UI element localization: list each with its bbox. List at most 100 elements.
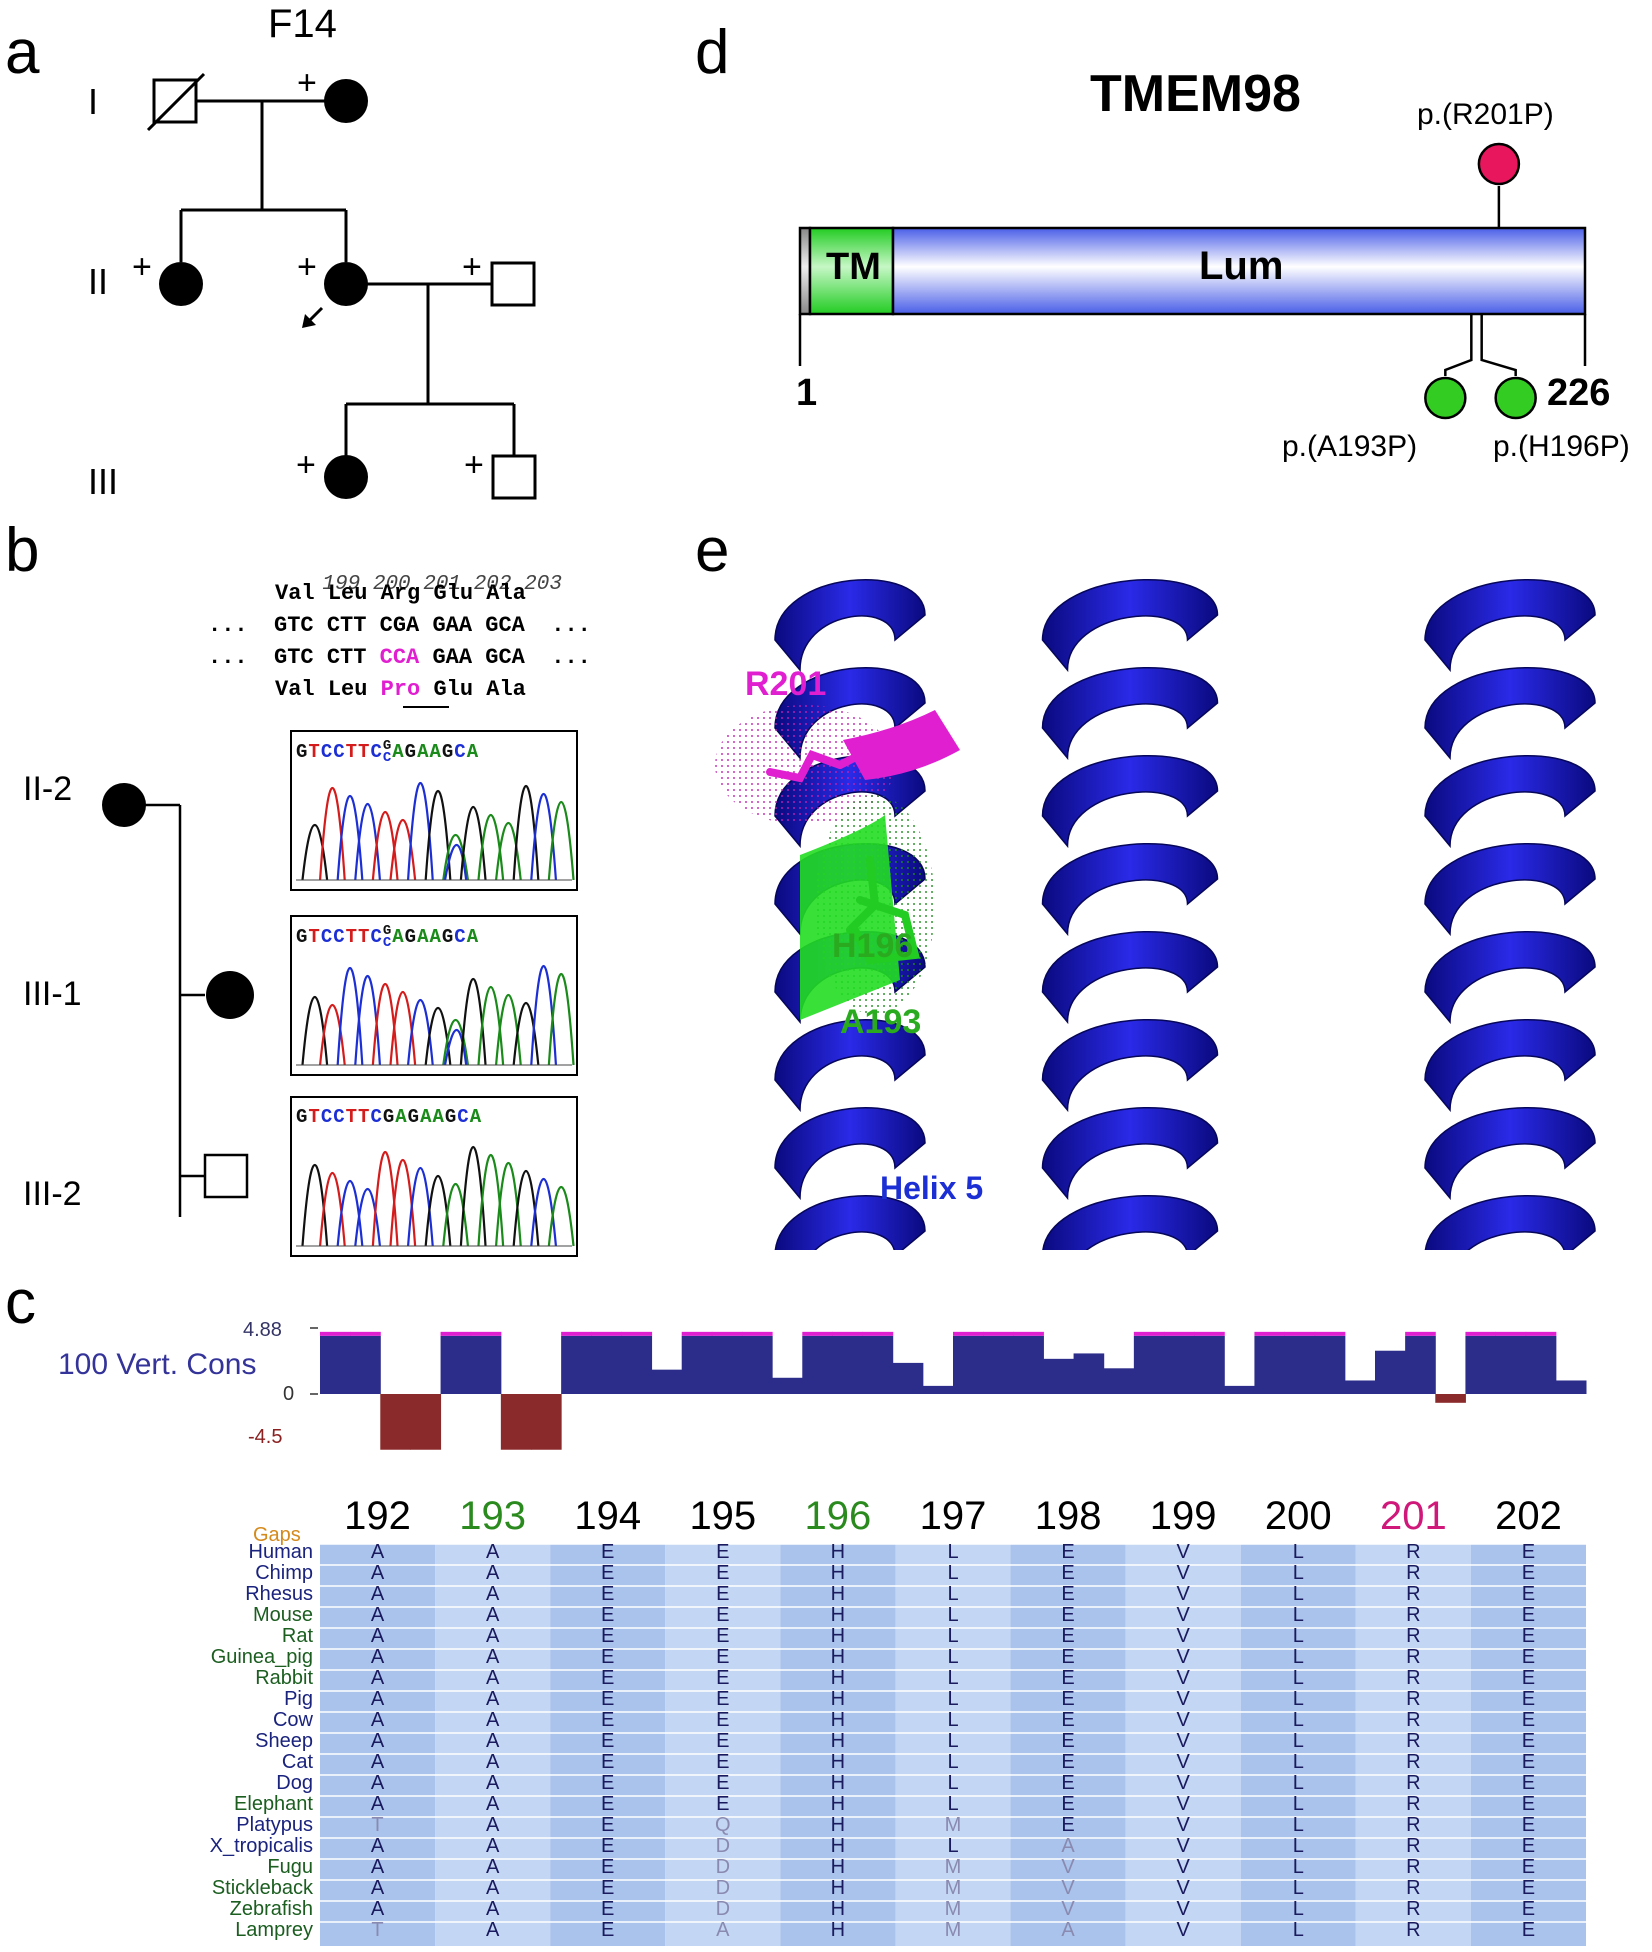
alignment-residue: E <box>1061 1709 1075 1731</box>
alignment-residue: E <box>716 1646 730 1668</box>
variant-marker-a193p <box>1424 376 1467 420</box>
alignment-residue: E <box>1521 1688 1536 1710</box>
trace-peak <box>547 801 575 881</box>
alignment-residue: H <box>830 1730 846 1752</box>
position: 200 <box>372 573 411 596</box>
structure-panel: R201 H196 A193 Helix 5 <box>690 560 1652 1250</box>
alignment-residue: L <box>947 1709 959 1731</box>
alignment-residue: L <box>1292 1541 1304 1563</box>
cons-bar-cap <box>681 1331 713 1336</box>
species-name: Cow <box>272 1709 313 1731</box>
alignment-residue: A <box>485 1562 500 1584</box>
alignment-residue: E <box>601 1541 615 1563</box>
alignment-residue: E <box>1521 1751 1536 1773</box>
cons-bar <box>1013 1335 1044 1394</box>
cons-bar-neg <box>410 1394 442 1450</box>
alignment-residue: E <box>1521 1625 1536 1647</box>
column-number: 196 <box>804 1494 872 1538</box>
trace-peak <box>547 1186 575 1247</box>
species-name: Platypus <box>236 1814 313 1836</box>
alignment-residue: L <box>947 1730 959 1752</box>
cons-bar <box>742 1335 773 1394</box>
variant-stem <box>1480 314 1517 376</box>
alignment-residue: E <box>601 1730 615 1752</box>
alignment-residue: E <box>1061 1772 1075 1794</box>
helix-turn <box>1041 1018 1219 1113</box>
alignment-residue: E <box>601 1688 615 1710</box>
chromatogram-iii2: GTCCTTCGAGAAGCA <box>290 1096 578 1257</box>
alignment-residue: V <box>1176 1919 1190 1941</box>
column-number: 194 <box>574 1494 642 1538</box>
alignment-residue: A <box>485 1814 500 1836</box>
alignment-residue: L <box>1292 1835 1304 1857</box>
alignment-column-band <box>320 1544 436 1946</box>
track-label: 100 Vert. Cons <box>58 1348 257 1381</box>
cons-bar-cap <box>1133 1331 1165 1336</box>
alignment-residue: A <box>716 1919 730 1941</box>
carrier-mark: + <box>464 446 484 484</box>
alignment-residue: V <box>1176 1562 1190 1584</box>
alignment-residue: E <box>716 1667 730 1689</box>
alignment-residue: E <box>716 1730 730 1752</box>
carrier-mark: + <box>462 248 482 286</box>
cons-bar-cap <box>1254 1331 1286 1336</box>
alignment-residue: L <box>947 1793 959 1815</box>
alignment-residue: E <box>716 1772 730 1794</box>
alignment-residue: R <box>1406 1730 1421 1752</box>
cons-bar-cap <box>711 1331 743 1336</box>
alignment-residue: H <box>830 1604 846 1626</box>
alignment-residue: E <box>601 1856 615 1878</box>
alignment-residue: H <box>830 1709 846 1731</box>
cons-bar-cap <box>1284 1331 1316 1336</box>
end-residue: 226 <box>1547 372 1611 414</box>
alignment-column-band <box>1355 1544 1471 1946</box>
species-name: X_tropicalis <box>209 1835 313 1857</box>
cons-bar-neg <box>531 1394 562 1450</box>
alignment-residue: R <box>1406 1562 1421 1584</box>
species-name: Elephant <box>234 1793 313 1815</box>
ymin-label: -4.5 <box>248 1426 283 1448</box>
alignment-residue: A <box>370 1772 385 1794</box>
alignment-residue: L <box>947 1646 959 1668</box>
alignment-residue: A <box>370 1541 385 1563</box>
trace-peak <box>301 824 329 881</box>
cons-bar <box>1314 1335 1346 1394</box>
alignment-residue: A <box>485 1709 500 1731</box>
species-name: Zebrafish <box>229 1898 313 1920</box>
position: 203 <box>524 573 562 596</box>
variant-marker-h196p <box>1494 376 1537 420</box>
alignment-residue: D <box>715 1835 731 1857</box>
alignment-residue: L <box>1292 1667 1304 1689</box>
alignment-residue: E <box>1061 1793 1075 1815</box>
generation-2-label: II <box>88 261 109 302</box>
alignment-residue: H <box>830 1688 846 1710</box>
alignment-residue: E <box>1061 1751 1075 1773</box>
alignment-residue: L <box>947 1625 959 1647</box>
alignment-residue: A <box>485 1793 500 1815</box>
alignment-residue: E <box>601 1646 615 1668</box>
alignment-residue: E <box>601 1835 615 1857</box>
alignment-residue: A <box>370 1877 385 1899</box>
alignment-residue: L <box>1292 1919 1304 1941</box>
cons-bar-cap <box>440 1331 472 1336</box>
alignment-column-band <box>435 1544 551 1946</box>
ref-aa-row: Val Leu Arg Glu Ala <box>275 581 526 606</box>
alignment-residue: E <box>1521 1730 1536 1752</box>
cons-bar <box>802 1335 833 1394</box>
cons-bar <box>983 1335 1014 1394</box>
alignment-column-band <box>1010 1544 1126 1946</box>
alignment-residue: A <box>485 1835 500 1857</box>
alignment-residue: A <box>485 1898 500 1920</box>
alignment-residue: E <box>1521 1772 1536 1794</box>
position: 199 <box>322 573 361 596</box>
alignment-residue: E <box>1521 1583 1536 1605</box>
alignment-residue: H <box>830 1667 846 1689</box>
alignment-residue: A <box>485 1772 500 1794</box>
cons-bar <box>681 1335 713 1394</box>
cons-bar-neg <box>500 1394 532 1450</box>
cons-bar <box>1194 1335 1225 1394</box>
